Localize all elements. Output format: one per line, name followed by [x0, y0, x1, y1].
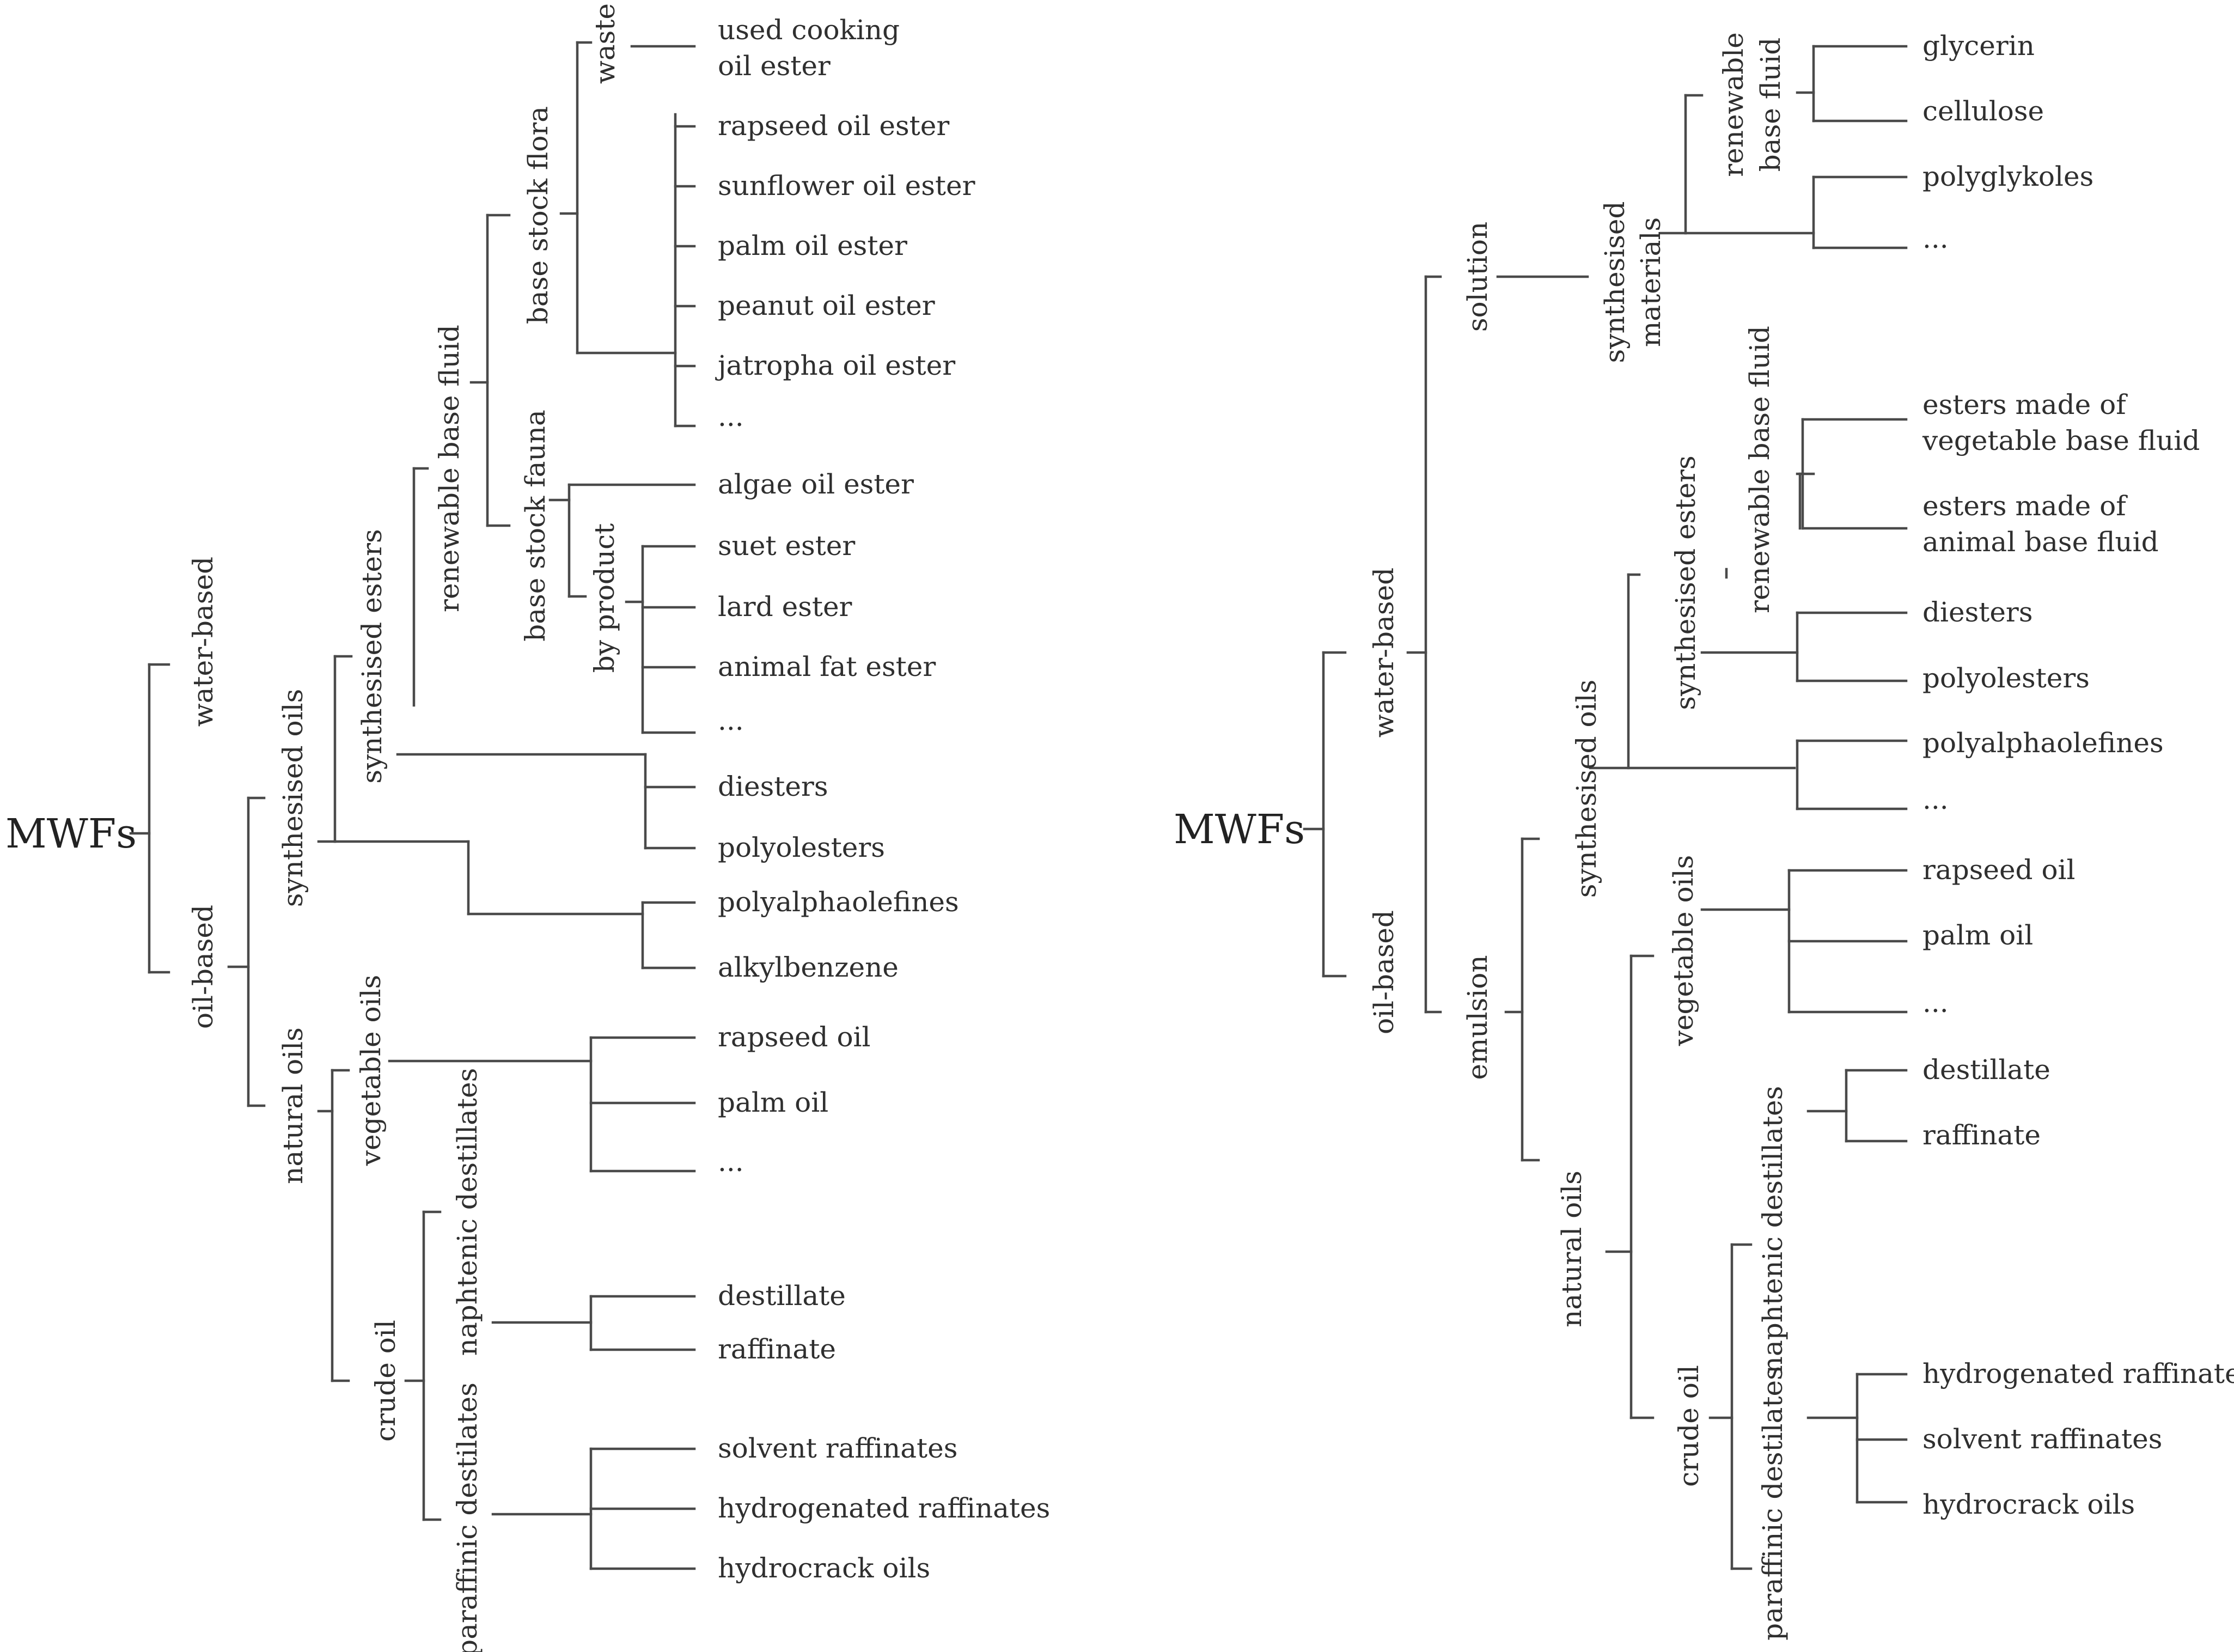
- right-tree-connectors: [1303, 45, 1908, 1570]
- right-paraffinic-destilates-label: paraffinic destilates: [1757, 1366, 1789, 1641]
- left-veg-palm-oil-label: palm oil: [718, 1087, 828, 1118]
- left-peanut-oil-ester-label: peanut oil ester: [718, 290, 935, 321]
- right-renewable-base-fluid-label-line2: base fluid: [1755, 38, 1786, 172]
- right-root-label: MWFs: [1174, 806, 1305, 853]
- right-synth-more-label: ...: [1922, 784, 1949, 815]
- left-veg-rapeseed-oil-label: rapseed oil: [718, 1021, 871, 1053]
- right-glycerin-label: glycerin: [1922, 30, 2035, 62]
- right-destillate-label: destillate: [1922, 1054, 2050, 1086]
- right-esters-vegetable-label-line2: vegetable base fluid: [1922, 425, 2200, 456]
- right-solvent-raffinates-label: solvent raffinates: [1922, 1423, 2162, 1455]
- right-synthesised-materials-label-line1: synthesised: [1599, 202, 1631, 363]
- right-water-based-label: water-based: [1368, 568, 1400, 737]
- left-palm-oil-ester-label: palm oil ester: [718, 230, 907, 261]
- right-renewable-base-fluid-label: renewable base fluid: [1744, 326, 1775, 613]
- right-cellulose-label: cellulose: [1922, 95, 2044, 127]
- right-polyalphaolefines-label: polyalphaolefines: [1922, 727, 2164, 759]
- right-emulsion-label: emulsion: [1462, 955, 1493, 1080]
- right-natural-oils-label: natural oils: [1556, 1171, 1588, 1327]
- left-polyalphaolefines-label: polyalphaolefines: [718, 886, 959, 918]
- right-esters-animal-label-line1: esters made of: [1922, 490, 2128, 522]
- left-waste-label: waste: [589, 3, 621, 84]
- left-algae-oil-ester-label: algae oil ester: [718, 468, 914, 500]
- left-sunflower-oil-ester-label: sunflower oil ester: [718, 170, 975, 202]
- left-crude-oil-label: crude oil: [370, 1320, 401, 1442]
- right-solution-label: solution: [1462, 222, 1493, 332]
- left-natural-oils-label: natural oils: [277, 1027, 309, 1184]
- right-veg-rapeseed-oil-label: rapseed oil: [1922, 854, 2076, 886]
- right-esters-animal-label-line2: animal base fluid: [1922, 526, 2159, 558]
- left-hydrocrack-oils-label: hydrocrack oils: [718, 1552, 930, 1584]
- left-fauna-more-label: ...: [718, 705, 744, 736]
- left-alkylbenzene-label: alkylbenzene: [718, 952, 899, 983]
- left-veg-more-label: ...: [718, 1146, 744, 1178]
- right-synthesised-oils-label: synthesised oils: [1571, 680, 1602, 898]
- right-vegetable-oils-label: vegetable oils: [1668, 855, 1699, 1047]
- left-hydrogenated-raffinates-label: hydrogenated raffinates: [718, 1492, 1050, 1524]
- left-rapeseed-oil-ester-label: rapseed oil ester: [718, 110, 949, 142]
- left-used-cooking-label-line1: used cooking: [718, 14, 900, 46]
- left-lard-ester-label: lard ester: [718, 591, 852, 623]
- right-oil-based-label: oil-based: [1368, 910, 1400, 1034]
- left-base-stock-fauna-label: base stock fauna: [520, 410, 551, 642]
- left-by-product-label: by product: [589, 523, 620, 673]
- right-synthesised-esters-label: synthesised esters: [1670, 455, 1701, 710]
- left-vegetable-oils-label: vegetable oils: [355, 975, 387, 1167]
- left-used-cooking-label-line2: oil ester: [718, 50, 831, 82]
- left-jatropha-oil-ester-label: jatropha oil ester: [715, 350, 955, 381]
- right-hydrogenated-raffinates-label: hydrogenated raffinates: [1922, 1358, 2234, 1389]
- right-veg-palm-oil-label: palm oil: [1922, 919, 2033, 951]
- right-tree: MWFs water-based oil-based solution emul…: [1174, 30, 2234, 1641]
- right-esters-vegetable-label-line1: esters made of: [1922, 389, 2128, 420]
- left-tree: MWFs water-based oil-based synthesised o…: [5, 3, 1050, 1652]
- left-solvent-raffinates-label: solvent raffinates: [718, 1432, 957, 1464]
- right-synthesised-materials-label-line2: materials: [1635, 217, 1667, 347]
- left-water-based-label: water-based: [187, 557, 219, 727]
- left-synthesised-esters-label: synthesised esters: [356, 529, 388, 783]
- left-raffinate-label: raffinate: [718, 1333, 836, 1365]
- right-hydrocrack-oils-label: hydrocrack oils: [1922, 1489, 2135, 1520]
- left-renewable-base-fluid-label: renewable base fluid: [434, 325, 465, 612]
- left-polyolesters-label: polyolesters: [718, 832, 885, 863]
- right-crude-oil-label: crude oil: [1673, 1365, 1705, 1487]
- left-base-stock-flora-label: base stock flora: [522, 106, 554, 324]
- left-synthesised-oils-label: synthesised oils: [277, 689, 309, 907]
- right-materials-more-label: ...: [1922, 223, 1949, 254]
- left-diesters-label: diesters: [718, 771, 828, 802]
- right-diesters-label: diesters: [1922, 596, 2033, 628]
- right-veg-more-label: ...: [1922, 987, 1949, 1019]
- right-raffinate-label: raffinate: [1922, 1119, 2041, 1151]
- left-flora-more-label: ...: [718, 401, 744, 432]
- left-destillate-label: destillate: [718, 1280, 846, 1312]
- left-suet-ester-label: suet ester: [718, 530, 855, 562]
- left-tree-connectors: [129, 41, 696, 1570]
- right-polyglykoles-label: polyglykoles: [1922, 161, 2093, 192]
- right-naphtenic-destillates-label: naphtenic destillates: [1757, 1086, 1789, 1374]
- left-paraffinic-destilates-label: paraffinic destilates: [451, 1382, 483, 1652]
- left-root-label: MWFs: [5, 810, 137, 857]
- right-renewable-base-fluid-label-line1: renewable: [1718, 32, 1749, 176]
- left-naphtenic-destillates-label: naphtenic destillates: [451, 1068, 483, 1356]
- right-polyolesters-label: polyolesters: [1922, 662, 2090, 694]
- left-oil-based-label: oil-based: [187, 905, 219, 1029]
- left-animal-fat-ester-label: animal fat ester: [718, 651, 936, 682]
